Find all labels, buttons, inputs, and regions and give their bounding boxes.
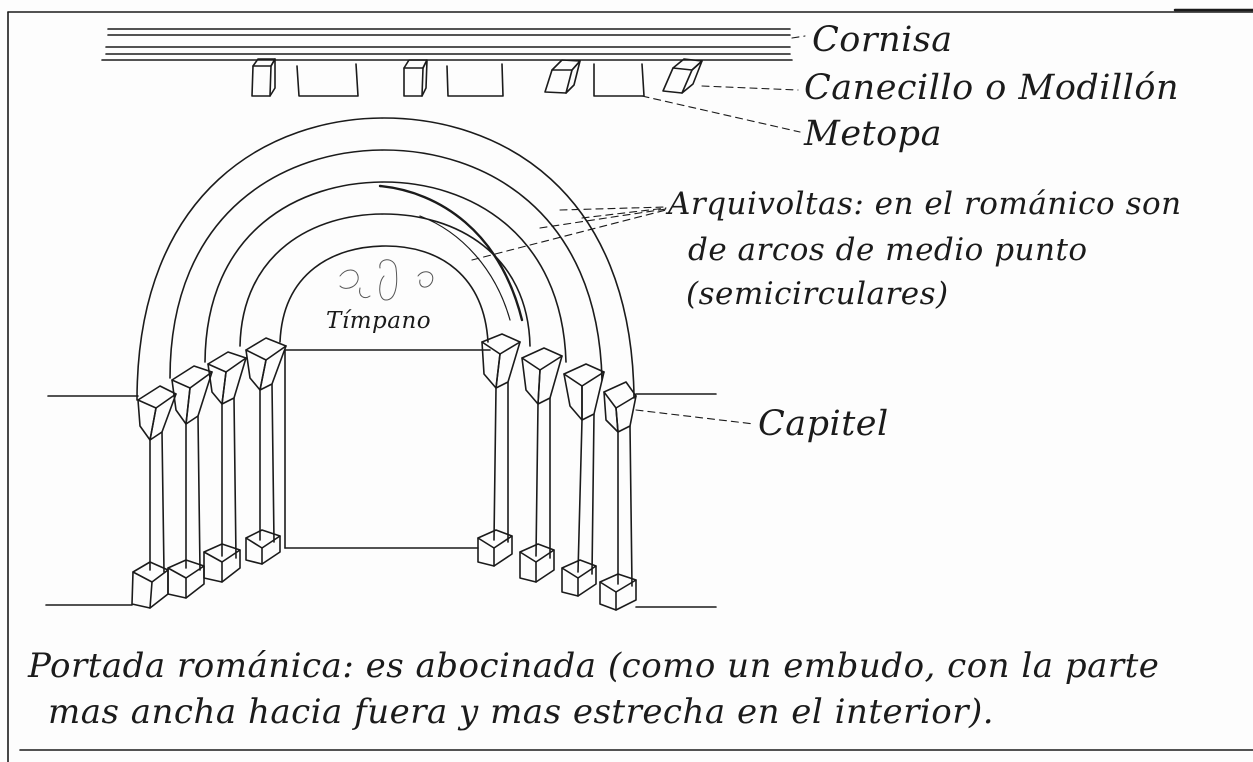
leader-cornisa <box>791 35 806 39</box>
corbel-1 <box>251 58 276 97</box>
metopes <box>296 63 645 97</box>
archivolts <box>136 117 635 401</box>
leader-metopa <box>641 95 801 133</box>
label-cornisa: Cornisa <box>812 20 953 60</box>
label-capitel: Capitel <box>758 404 889 444</box>
label-metopa: Metopa <box>804 114 942 154</box>
label-timpano: Tímpano <box>326 308 432 334</box>
left-jamb <box>131 337 479 609</box>
leader-capitel <box>635 409 755 425</box>
leader-lines <box>471 35 806 425</box>
label-arquivoltas-line3: (semicirculares) <box>686 276 949 312</box>
label-canecillo: Canecillo o Modillón <box>804 68 1179 108</box>
label-arquivoltas-line1: Arquivoltas: en el románico son <box>668 186 1182 222</box>
corbels <box>251 58 703 97</box>
corbel-3 <box>544 59 581 94</box>
frame-border <box>7 8 1253 762</box>
wall-lines <box>45 393 717 608</box>
corbel-4 <box>662 58 703 94</box>
leader-arquivoltas-1 <box>559 206 667 211</box>
cornice <box>101 28 793 61</box>
label-arquivoltas-line2: de arcos de medio punto <box>688 232 1088 268</box>
leader-arquivoltas-3 <box>539 208 667 229</box>
archivolt-3 <box>204 181 567 363</box>
caption-line1: Portada románica: es abocinada (como un … <box>28 646 1160 686</box>
caption-line2: mas ancha hacia fuera y mas estrecha en … <box>48 692 995 732</box>
leader-arquivoltas-2 <box>581 207 667 219</box>
archivolt-1 <box>136 117 635 401</box>
leader-arquivoltas-4 <box>471 209 667 261</box>
right-jamb <box>477 333 637 611</box>
corbel-2 <box>403 59 428 97</box>
leader-canecillo <box>701 85 799 91</box>
archivolt-4 <box>239 213 531 347</box>
archivolt-2 <box>169 149 603 381</box>
archivolt-5 <box>279 245 489 343</box>
tympanum <box>284 259 491 351</box>
